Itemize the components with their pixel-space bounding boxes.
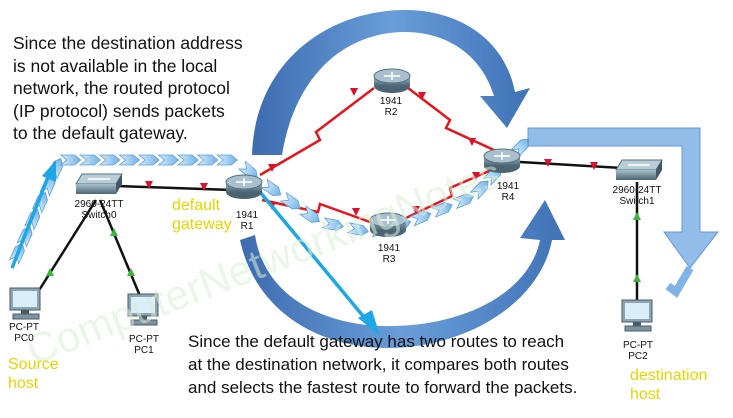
big-arrow-top: [252, 10, 530, 155]
packet-arrow: [196, 154, 219, 166]
r2-model: 1941: [379, 96, 403, 107]
pointer-arrow-source: [10, 171, 52, 269]
switch-switch1: [615, 159, 663, 180]
packet-arrow: [279, 191, 301, 210]
links: [36, 87, 639, 304]
pc0-model: PC-PT: [9, 322, 39, 333]
link-marker-up: [633, 274, 641, 282]
link-marker-down: [544, 159, 552, 167]
link-marker-down: [472, 172, 480, 180]
link-markers: [46, 88, 641, 282]
switch-switch0: [75, 173, 123, 194]
switch1-model: 2960-24TT: [612, 185, 662, 196]
packet-arrow: [216, 154, 238, 166]
link-marker-down: [590, 162, 598, 170]
router-r4: [483, 148, 521, 173]
link-switch0-r1: [117, 184, 233, 192]
packet-arrow: [510, 138, 530, 158]
pc2-model: PC-PT: [623, 340, 653, 351]
pc-pc0: [9, 287, 41, 320]
pointer-arrow-head: [358, 310, 380, 336]
link-marker-down: [200, 183, 208, 191]
link-pc0-switch0: [36, 199, 98, 293]
link-r3-r4: [405, 166, 497, 220]
link-marker-down: [350, 88, 358, 96]
r1-label: 1941 R1: [224, 210, 270, 232]
destination-flow-arrow: [527, 127, 720, 269]
link-marker-down: [468, 138, 476, 146]
switch0-name: Switch0: [81, 210, 117, 221]
packet-arrow: [118, 154, 141, 166]
packet-arrow: [298, 205, 320, 223]
r2-name: R2: [384, 107, 398, 118]
default-gateway-label: default gateway: [172, 197, 232, 233]
source-host-label: Source host: [8, 356, 59, 392]
pc1-name: PC1: [134, 345, 154, 356]
router-r2: [373, 68, 411, 93]
pc2-name: PC2: [628, 351, 648, 362]
packet-arrow: [346, 222, 369, 236]
link-pc1-switch0: [98, 199, 142, 297]
packet-arrow: [451, 193, 475, 210]
pointer-arrow-gateway: [258, 190, 370, 324]
link-marker-down: [268, 164, 276, 172]
destination-flow-arrow-tail: [665, 265, 694, 298]
note-bottom: Since the default gateway has two routes…: [188, 332, 578, 397]
packet-arrow: [59, 154, 82, 166]
r3-model: 1941: [377, 243, 401, 254]
packet-arrow: [177, 154, 199, 166]
r1-model: 1941: [235, 210, 259, 221]
switch1-name: Switch1: [619, 196, 655, 207]
pointer-arrows: [10, 160, 380, 336]
link-marker-down: [352, 208, 360, 216]
link-marker-up: [46, 268, 54, 276]
r2-label: 1941 R2: [366, 96, 416, 118]
pc0-name: PC0: [14, 333, 34, 344]
link-marker-up: [633, 212, 641, 220]
switch0-label: 2960-24TT Switch0: [68, 199, 130, 221]
pc0-label: PC-PT PC0: [4, 322, 44, 344]
packet-arrow: [321, 217, 344, 231]
link-marker-down: [412, 206, 420, 214]
pointer-arrow-head: [42, 160, 56, 182]
packet-arrow: [157, 154, 180, 166]
r4-name: R4: [501, 192, 515, 203]
link-marker-up: [110, 228, 118, 236]
packet-arrow: [137, 154, 160, 166]
link-marker-down: [145, 181, 153, 189]
pc2-label: PC-PT PC2: [618, 340, 658, 362]
packet-arrow: [430, 202, 453, 218]
packet-arrow: [79, 154, 101, 166]
pc1-model: PC-PT: [129, 334, 159, 345]
pc-pc2: [621, 299, 653, 332]
r1-name: R1: [240, 221, 254, 232]
pc1-label: PC-PT PC1: [124, 334, 164, 356]
router-r1: [225, 174, 263, 199]
r3-name: R3: [382, 254, 396, 265]
destination-host-label: destination host: [630, 367, 708, 403]
packet-arrow: [31, 191, 48, 214]
packet-arrow: [260, 178, 282, 197]
switch1-label: 2960-24TT Switch1: [606, 185, 668, 207]
packet-arrow: [98, 154, 121, 166]
r4-label: 1941 R4: [486, 181, 530, 203]
link-r4-switch1: [519, 160, 623, 170]
r4-model: 1941: [496, 181, 520, 192]
link-marker-down: [418, 92, 426, 100]
link-marker-up: [127, 268, 135, 276]
r3-label: 1941 R3: [364, 243, 414, 265]
pc-pc1: [127, 293, 159, 326]
note-top: Since the destination address is not ava…: [13, 33, 243, 143]
big-arrow-bottom: [240, 200, 565, 349]
switch0-model: 2960-24TT: [74, 199, 124, 210]
router-r3: [369, 212, 407, 237]
link-r1-r2: [259, 87, 375, 177]
packet-arrow: [409, 210, 432, 227]
packet-arrow: [469, 180, 489, 201]
